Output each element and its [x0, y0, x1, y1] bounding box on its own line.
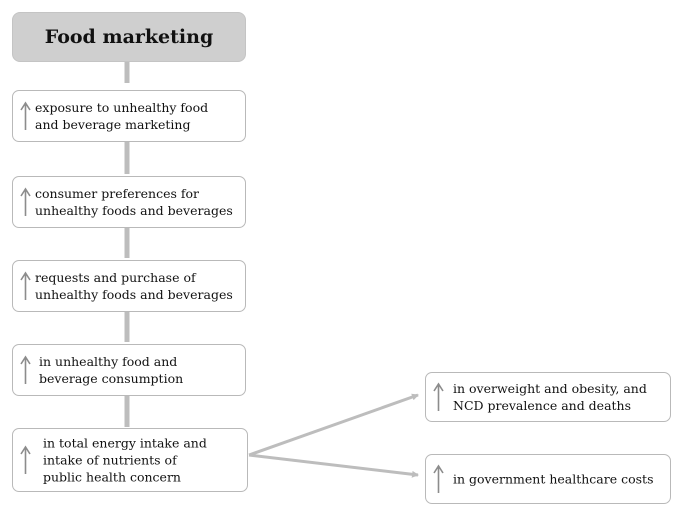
up-arrow-icon: [433, 382, 444, 411]
up-arrow-icon: [20, 271, 31, 300]
step-label-exposure: exposure to unhealthy food and beverage …: [35, 100, 209, 132]
up-arrow-icon: [20, 445, 31, 474]
title-box: Food marketing: [12, 12, 246, 62]
up-arrow-icon: [20, 187, 31, 216]
connector-step5-to-outcome1: [248, 393, 419, 457]
diagram-title: Food marketing: [44, 26, 214, 48]
up-arrow-icon: [433, 464, 444, 493]
step-label-requests: requests and purchase of unhealthy foods…: [35, 270, 233, 302]
step-label-preferences: consumer preferences for unhealthy foods…: [35, 186, 233, 218]
outcome-box-healthcare-costs: in government healthcare costs: [425, 454, 671, 504]
up-arrow-icon: [20, 101, 31, 130]
step-box-exposure: exposure to unhealthy food and beverage …: [12, 90, 246, 142]
step-box-preferences: consumer preferences for unhealthy foods…: [12, 176, 246, 228]
step-box-energy-intake: in total energy intake and intake of nut…: [12, 428, 248, 492]
connector-step5-to-outcome2: [248, 453, 419, 478]
step-box-requests: requests and purchase of unhealthy foods…: [12, 260, 246, 312]
up-arrow-icon: [20, 355, 31, 384]
step-label-consumption: in unhealthy food and beverage consumpti…: [39, 354, 184, 386]
outcome-label-healthcare-costs: in government healthcare costs: [453, 471, 654, 487]
outcome-box-obesity: in overweight and obesity, and NCD preva…: [425, 372, 671, 422]
step-label-energy-intake: in total energy intake and intake of nut…: [43, 435, 207, 485]
outcome-label-obesity: in overweight and obesity, and NCD preva…: [453, 381, 647, 413]
step-box-consumption: in unhealthy food and beverage consumpti…: [12, 344, 246, 396]
